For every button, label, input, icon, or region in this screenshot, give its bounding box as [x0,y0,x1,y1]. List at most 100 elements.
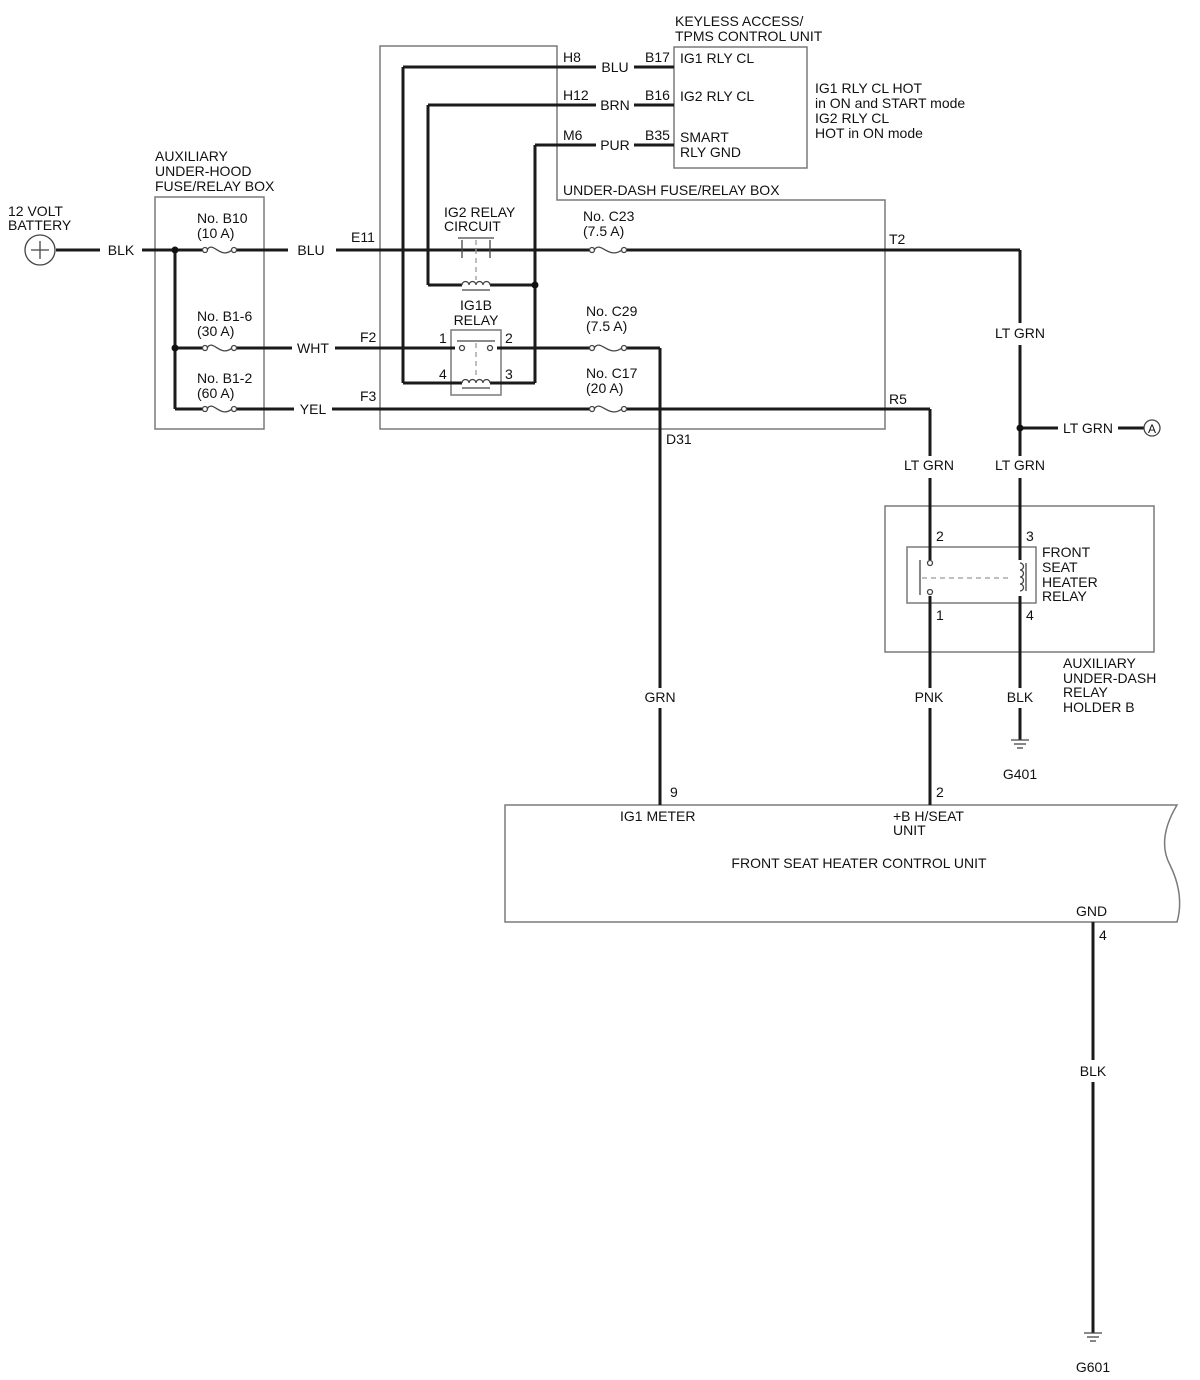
connector-label: B16 [645,87,670,103]
pin-number: 2 [505,330,513,346]
connector-label: T2 [889,231,906,247]
fuse-label: No. B10 [197,210,248,226]
connector-label: R5 [889,391,907,407]
connector-label: F2 [360,329,377,345]
battery-label: 12 VOLT [8,203,63,219]
fuse-label: (10 A) [197,225,234,241]
note-label: in ON and START mode [815,95,965,111]
connector-label: M6 [563,127,583,143]
relay-label: IG2 RELAY [444,204,516,220]
seat-heater-relay-symbol [919,559,1027,596]
wire-label: BLU [601,59,628,75]
ground-g601-symbol [1084,1332,1102,1342]
relay-label: FRONT [1042,544,1091,560]
note-label: IG2 RLY CL [815,110,889,126]
wires [56,65,1144,1333]
holder-label: RELAY [1063,684,1109,700]
relay-label: RELAY [1042,588,1088,604]
note-label: IG1 RLY CL HOT [815,80,923,96]
keyless-title: KEYLESS ACCESS/ [675,13,804,29]
pin-label: IG1 METER [620,808,695,824]
seat-heater-relay-box [906,546,1037,604]
fuse-label: (60 A) [197,385,234,401]
fuse-label: No. B1-2 [197,370,252,386]
pin-number: 3 [1026,528,1034,544]
underdash-fuse-box [379,45,886,430]
pin-number: 2 [936,784,944,800]
fuse-label: No. C29 [586,303,638,319]
fuse-label: (7.5 A) [586,318,627,334]
relay-label: CIRCUIT [444,218,501,234]
pin-number: 2 [936,528,944,544]
fuse-label: (30 A) [197,323,234,339]
connector-label: B35 [645,127,670,143]
wire-label: GRN [644,689,675,705]
keyless-title: TPMS CONTROL UNIT [675,28,823,44]
wire-label: BRN [600,97,630,113]
fuse-c23-symbol [588,246,628,254]
keyless-control-unit [673,46,808,169]
ground-label: G401 [1003,766,1037,782]
pin-number: 9 [670,784,678,800]
seat-heater-control-unit-box [504,804,1181,923]
pin-number: 1 [936,607,944,623]
fuse-c29-symbol [588,344,628,352]
fuse-c17-symbol [588,405,628,413]
ground-g401-symbol [1011,739,1029,749]
fuse-label: No. C23 [583,208,635,224]
wire-label: LT GRN [995,325,1045,341]
connector-a-circle [1143,419,1161,437]
wire-label: PUR [600,137,630,153]
relay-label: IG1B [460,297,492,313]
control-unit-title: FRONT SEAT HEATER CONTROL UNIT [731,855,987,871]
box-title: AUXILIARY [155,148,229,164]
battery-symbol [24,234,56,266]
wire-label: LT GRN [1063,420,1113,436]
wire-label: PNK [915,689,944,705]
wire-label: BLK [108,242,135,258]
wire-label: LT GRN [995,457,1045,473]
connector-label: H12 [563,87,589,103]
pin-number: 3 [505,366,513,382]
wire-label: BLK [1080,1063,1107,1079]
battery-label: BATTERY [8,217,72,233]
wire-label: YEL [300,401,327,417]
connector-label: H8 [563,49,581,65]
ig1b-relay-symbol [457,340,495,389]
relay-label: RELAY [454,312,500,328]
wire-label: BLU [297,242,324,258]
pin-label: +B H/SEAT [893,808,964,824]
wire-label: BLK [1007,689,1034,705]
pin-label: RLY GND [680,144,741,160]
pin-number: 4 [1026,607,1034,623]
fuse-label: (20 A) [586,380,623,396]
box-title: FUSE/RELAY BOX [155,178,275,194]
box-title: UNDER-HOOD [155,163,251,179]
connector-a-label: A [1148,422,1156,436]
relay-label: HEATER [1042,574,1098,590]
fuse-symbols [201,246,628,413]
pin-number: 1 [439,330,447,346]
wire-label: WHT [297,340,329,356]
fuse-b16-symbol [201,344,238,352]
ig1b-relay-box [450,329,502,396]
fuse-label: No. C17 [586,365,638,381]
fuse-b12-symbol [201,405,238,413]
connector-label: B17 [645,49,670,65]
holder-label: UNDER-DASH [1063,670,1156,686]
ig2-relay-symbol [458,237,494,291]
fuse-b10-symbol [201,246,238,254]
connector-label: D31 [666,431,692,447]
junction-dots [171,246,1024,432]
holder-label: AUXILIARY [1063,655,1137,671]
wire-label: LT GRN [904,457,954,473]
pin-number: 4 [439,366,447,382]
pin-label: UNIT [893,822,926,838]
fuse-label: No. B1-6 [197,308,252,324]
fuse-label: (7.5 A) [583,223,624,239]
pin-label: GND [1076,903,1107,919]
connector-label: E11 [351,229,375,245]
connector-label: F3 [360,388,377,404]
pin-label: IG2 RLY CL [680,88,754,104]
